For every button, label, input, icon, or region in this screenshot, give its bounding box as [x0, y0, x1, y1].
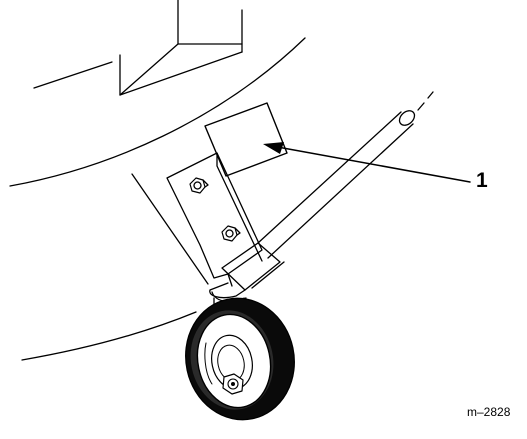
wheel-rim: [196, 313, 272, 409]
decal-label: [204, 102, 288, 177]
mounting-bracket: [166, 152, 263, 287]
callout-arrow: [263, 142, 471, 183]
upper-housing-block: [33, 0, 243, 96]
pivot-collar: [209, 242, 285, 303]
axle-nut: [222, 373, 244, 395]
upper-bolt: [189, 177, 209, 194]
figure-id: m–2828: [467, 405, 511, 419]
wheel: [185, 297, 295, 421]
lower-bolt: [221, 225, 241, 242]
axle-tube: [257, 91, 434, 259]
mower-deck-edge: [9, 37, 306, 361]
callout-number: 1: [476, 169, 488, 192]
